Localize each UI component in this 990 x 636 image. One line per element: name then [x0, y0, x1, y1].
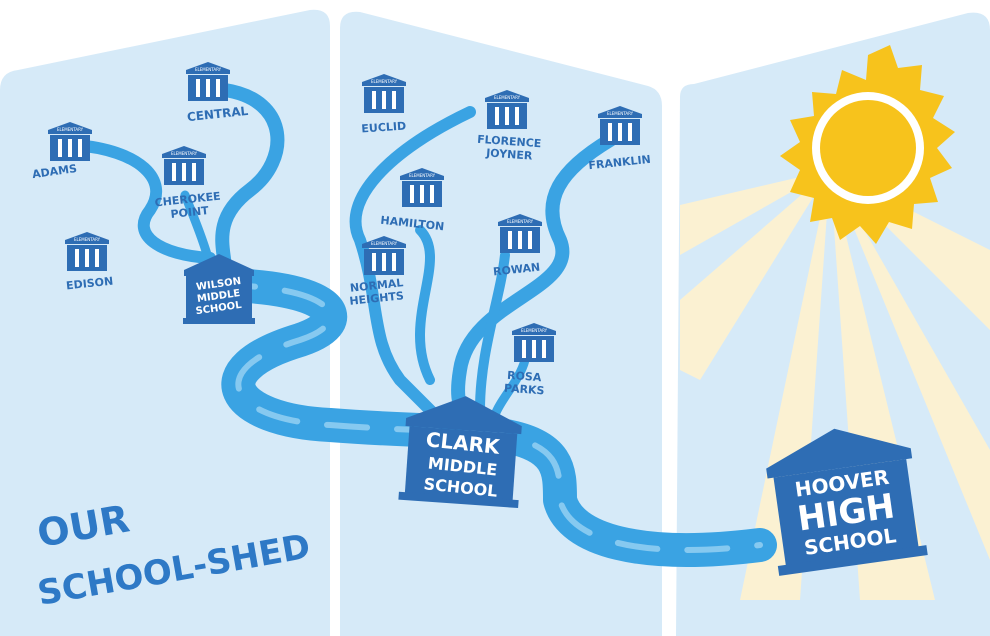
badge-central: ELEMENTARY [195, 67, 222, 72]
label-florence-joyner-line1: FLORENCE [477, 133, 542, 150]
sun-icon [780, 45, 955, 244]
wilson-middle-school-building: WILSON MIDDLE SCHOOL [183, 254, 255, 324]
label-central: CENTRAL [186, 104, 249, 124]
elementary-building-franklin-icon [598, 106, 642, 145]
label-rosa-parks-line1: ROSA [507, 369, 543, 384]
elementary-badges: ELEMENTARY ELEMENTARY ELEMENTARY ELEMENT… [57, 67, 634, 333]
badge-edison: ELEMENTARY [74, 237, 101, 242]
elementary-building-florence-joyner-icon [485, 90, 529, 129]
badge-euclid: ELEMENTARY [371, 79, 398, 84]
label-cherokee-point-line2: POINT [170, 204, 210, 221]
elementary-building-central-icon [186, 62, 230, 101]
badge-franklin: ELEMENTARY [607, 111, 634, 116]
label-normal-heights-line2: HEIGHTS [349, 289, 405, 308]
label-adams: ADAMS [31, 162, 77, 181]
river-system [69, 83, 777, 567]
elementary-building-euclid-icon [362, 74, 406, 113]
elementary-building-edison-icon [65, 232, 109, 271]
label-florence-joyner-line2: JOYNER [485, 146, 534, 162]
badge-cherokee-point: ELEMENTARY [171, 151, 198, 156]
label-edison: EDISON [65, 275, 113, 293]
badge-adams: ELEMENTARY [57, 127, 84, 132]
elementary-building-cherokee-point-icon [162, 146, 206, 185]
badge-rosa-parks: ELEMENTARY [521, 328, 548, 333]
elementary-building-hamilton-icon [400, 168, 444, 207]
elementary-building-rowan-icon [498, 214, 542, 253]
elementary-building-rosa-parks-icon [512, 323, 556, 362]
panel-left [0, 9, 330, 636]
label-euclid: EUCLID [361, 119, 407, 135]
elementary-buildings [48, 62, 642, 362]
label-normal-heights-line1: NORMAL [349, 276, 404, 295]
hoover-high-school-building: HOOVER HIGH SCHOOL [766, 428, 928, 576]
badge-normal-heights: ELEMENTARY [371, 241, 398, 246]
label-rowan: ROWAN [492, 261, 540, 279]
label-rosa-parks-line2: PARKS [504, 382, 545, 398]
badge-hamilton: ELEMENTARY [409, 173, 436, 178]
elementary-building-normal-heights-icon [362, 236, 406, 275]
clark-middle-school-building: CLARK MIDDLE SCHOOL [398, 396, 522, 509]
elementary-labels: ADAMS CENTRAL CHEROKEE POINT EDISON EUCL… [31, 104, 651, 398]
badge-rowan: ELEMENTARY [507, 219, 534, 224]
badge-florence-joyner: ELEMENTARY [494, 95, 521, 100]
elementary-building-adams-icon [48, 122, 92, 161]
